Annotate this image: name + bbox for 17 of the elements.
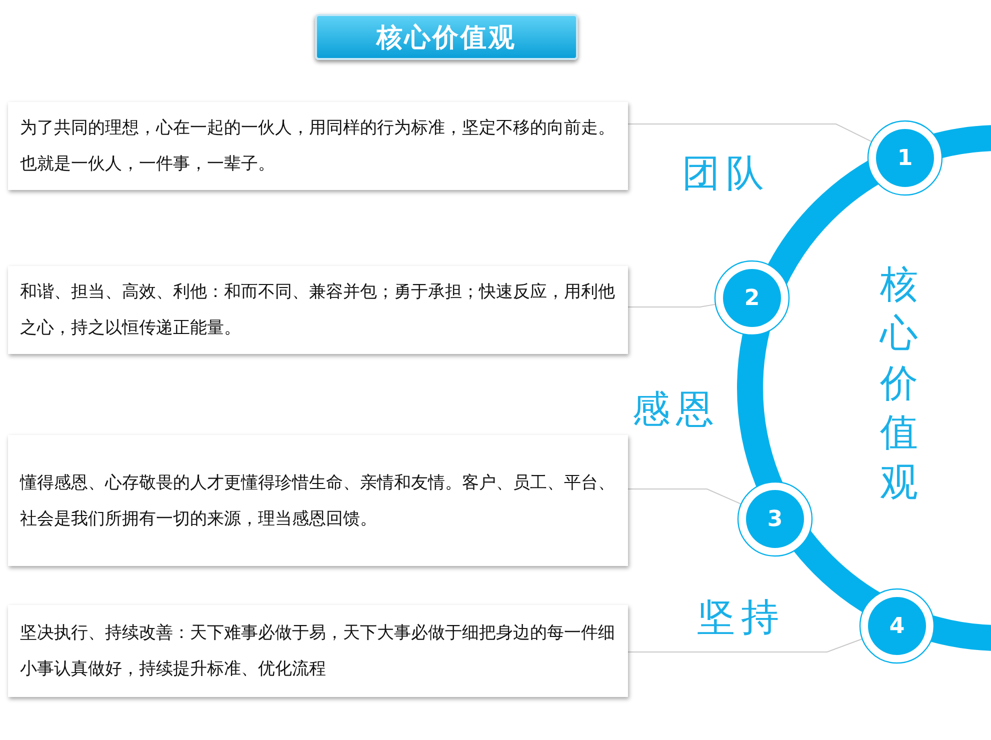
description-text: 和谐、担当、高效、利他：和而不同、兼容并包；勇于承担；快速反应，用利他之心，持之以恒传递正能量。 bbox=[20, 281, 616, 340]
leader-line bbox=[628, 304, 716, 308]
description-text: 懂得感恩、心存敬畏的人才更懂得珍惜生命、亲情和友情。客户、员工、平台、社会是我们所拥有一切的来源，理当感恩回馈。 bbox=[20, 472, 616, 530]
text-card bbox=[8, 435, 628, 566]
description-text: 为了共同的理想，心在一起的一伙人，用同样的行为标准，坚定不移的向前走。也就是一伙人，一件事，一辈子。 bbox=[20, 117, 616, 176]
leader-line bbox=[628, 488, 742, 505]
leader-line bbox=[628, 638, 863, 652]
title-banner: 核心价值观 bbox=[315, 14, 578, 60]
vertical-heading: 核心价值观 bbox=[880, 261, 918, 506]
category-label: 感恩 bbox=[632, 386, 720, 433]
text-card bbox=[8, 102, 628, 190]
leader-line bbox=[628, 124, 872, 142]
category-label: 坚持 bbox=[697, 594, 785, 641]
description-text: 坚决执行、持续改善：天下难事必做于易，天下大事必做于细把身边的每一件细小事认真做好，持续提升标准、优化流程 bbox=[20, 622, 616, 681]
text-card bbox=[8, 605, 628, 697]
category-label: 团队 bbox=[682, 150, 770, 197]
text-card bbox=[8, 266, 628, 354]
